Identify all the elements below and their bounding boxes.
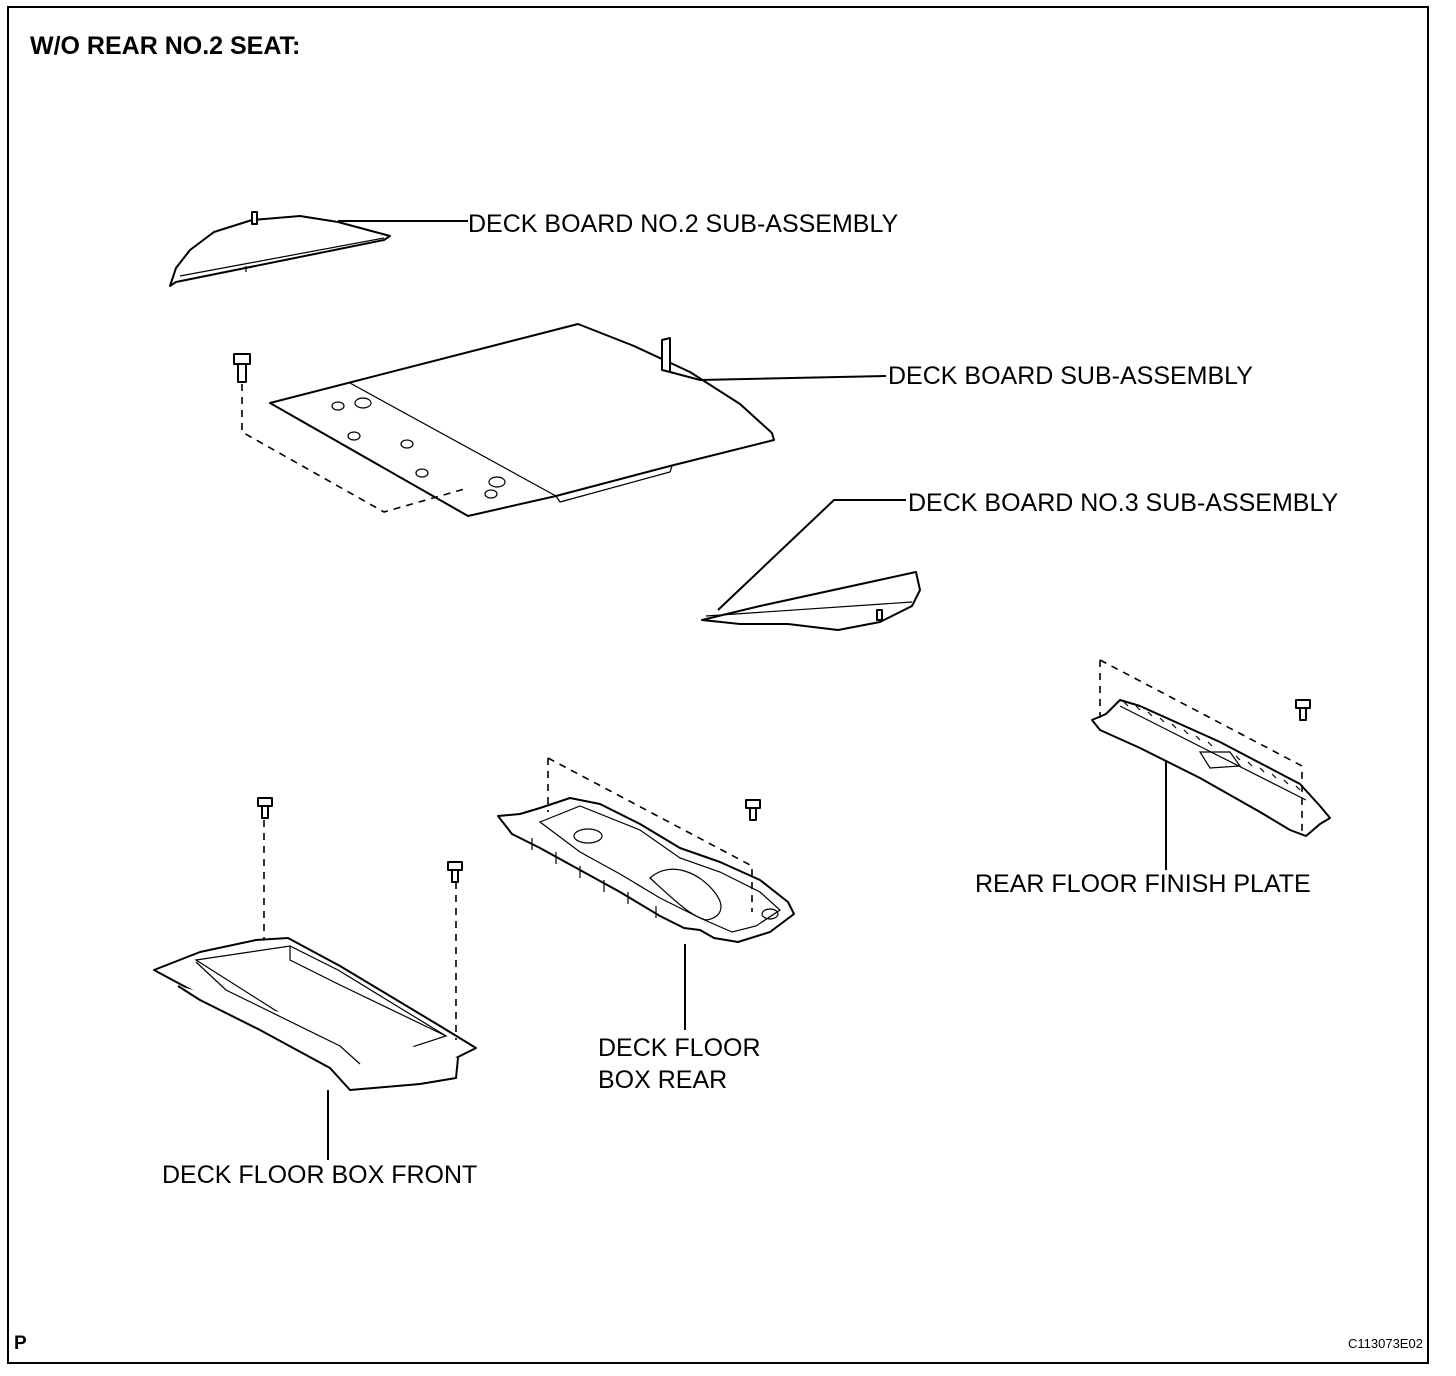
label-deck-floor-box-front: DECK FLOOR BOX FRONT bbox=[162, 1161, 478, 1189]
label-deck-floor-box-rear-line2: BOX REAR bbox=[598, 1066, 728, 1094]
corner-mark: P bbox=[14, 1333, 27, 1354]
deck-board-no3-part bbox=[701, 499, 921, 631]
label-deck-board: DECK BOARD SUB-ASSEMBLY bbox=[888, 362, 1253, 390]
diagram-frame bbox=[7, 6, 1429, 1364]
diagram-title: W/O REAR NO.2 SEAT: bbox=[30, 32, 301, 60]
label-rear-floor-finish-plate: REAR FLOOR FINISH PLATE bbox=[975, 870, 1311, 898]
deck-board-bolt-icon bbox=[233, 353, 469, 513]
label-deck-board-no2: DECK BOARD NO.2 SUB-ASSEMBLY bbox=[468, 210, 899, 238]
deck-board-part bbox=[269, 323, 887, 517]
deck-floor-box-front-part bbox=[153, 797, 477, 1160]
label-deck-board-no3: DECK BOARD NO.3 SUB-ASSEMBLY bbox=[908, 489, 1339, 517]
deck-floor-box-rear-part bbox=[497, 757, 795, 1030]
deck-board-no2-part bbox=[169, 211, 468, 287]
rear-floor-finish-plate-part bbox=[1091, 659, 1331, 870]
label-deck-floor-box-rear-line1: DECK FLOOR bbox=[598, 1034, 761, 1062]
figure-code: C113073E02 bbox=[1348, 1336, 1423, 1351]
